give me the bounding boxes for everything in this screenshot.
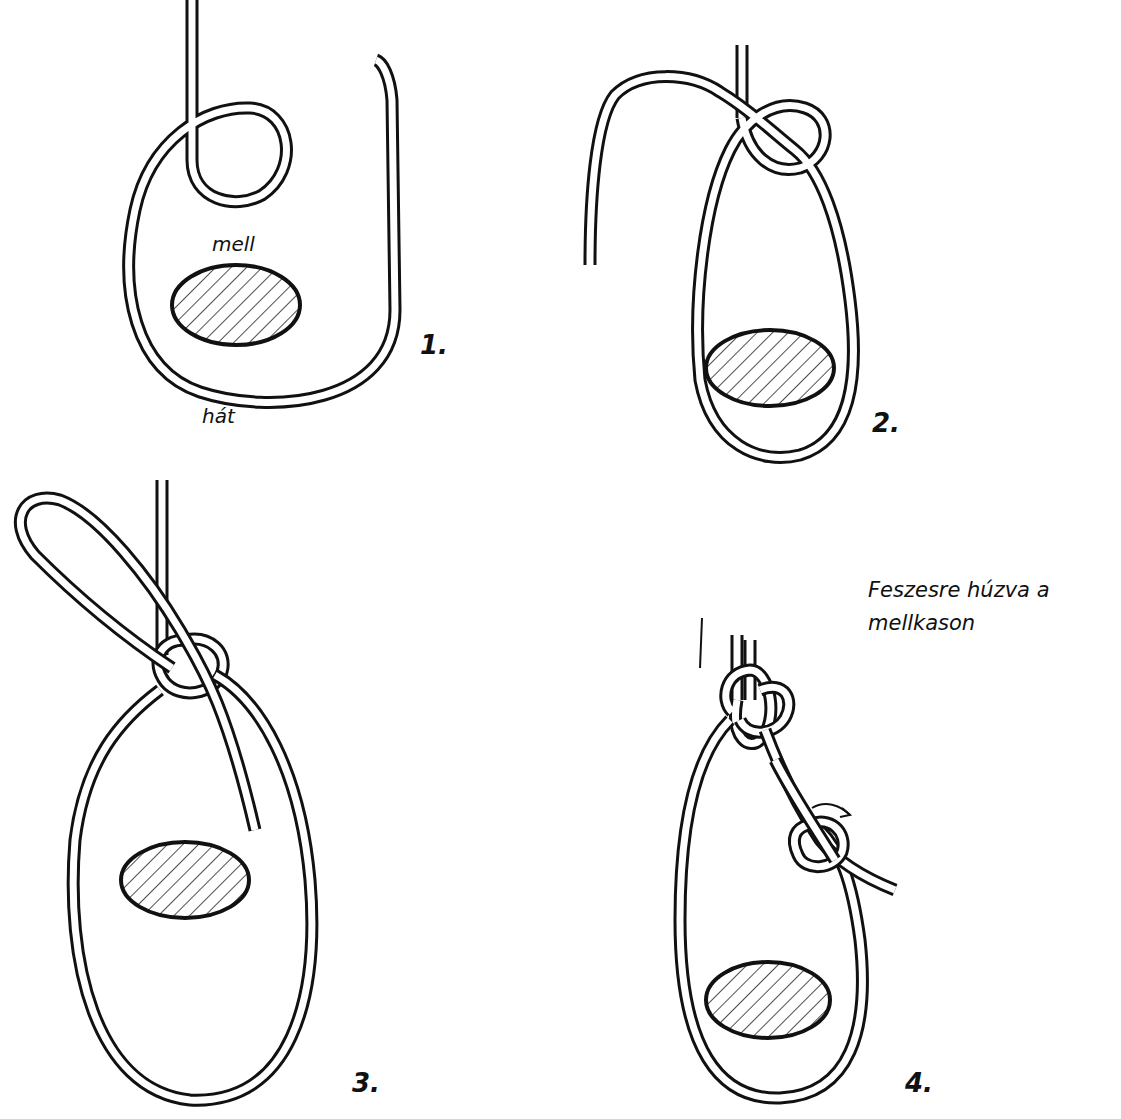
- rope-outline: [740, 687, 789, 732]
- step-number: 1.: [420, 330, 448, 360]
- rope-outline: [590, 77, 853, 458]
- chest-section: [121, 265, 834, 1038]
- rope: [159, 480, 166, 655]
- rope-outline: [20, 498, 255, 830]
- rope: [765, 730, 895, 890]
- step-number: 2.: [872, 408, 900, 438]
- rope-outline: [129, 0, 395, 402]
- rope: [20, 498, 255, 830]
- rope-outline: [680, 720, 862, 1098]
- rope: [129, 0, 395, 402]
- rope: [73, 675, 312, 1100]
- rope: [590, 77, 853, 458]
- rope-outline: [775, 760, 835, 860]
- rope: [680, 720, 862, 1098]
- step-number: 3.: [352, 1068, 380, 1098]
- rope: [775, 760, 835, 860]
- rope-outline: [73, 675, 312, 1100]
- part-label: mell: [212, 232, 255, 256]
- step-number: 4.: [905, 1068, 933, 1098]
- rope-outline: [765, 730, 895, 890]
- part-label: hát: [202, 404, 235, 428]
- instruction-note: Feszesre húzva a mellkason: [868, 574, 1083, 639]
- pull-marks: [700, 618, 850, 817]
- rope-outline: [156, 480, 169, 655]
- rope: [740, 687, 789, 732]
